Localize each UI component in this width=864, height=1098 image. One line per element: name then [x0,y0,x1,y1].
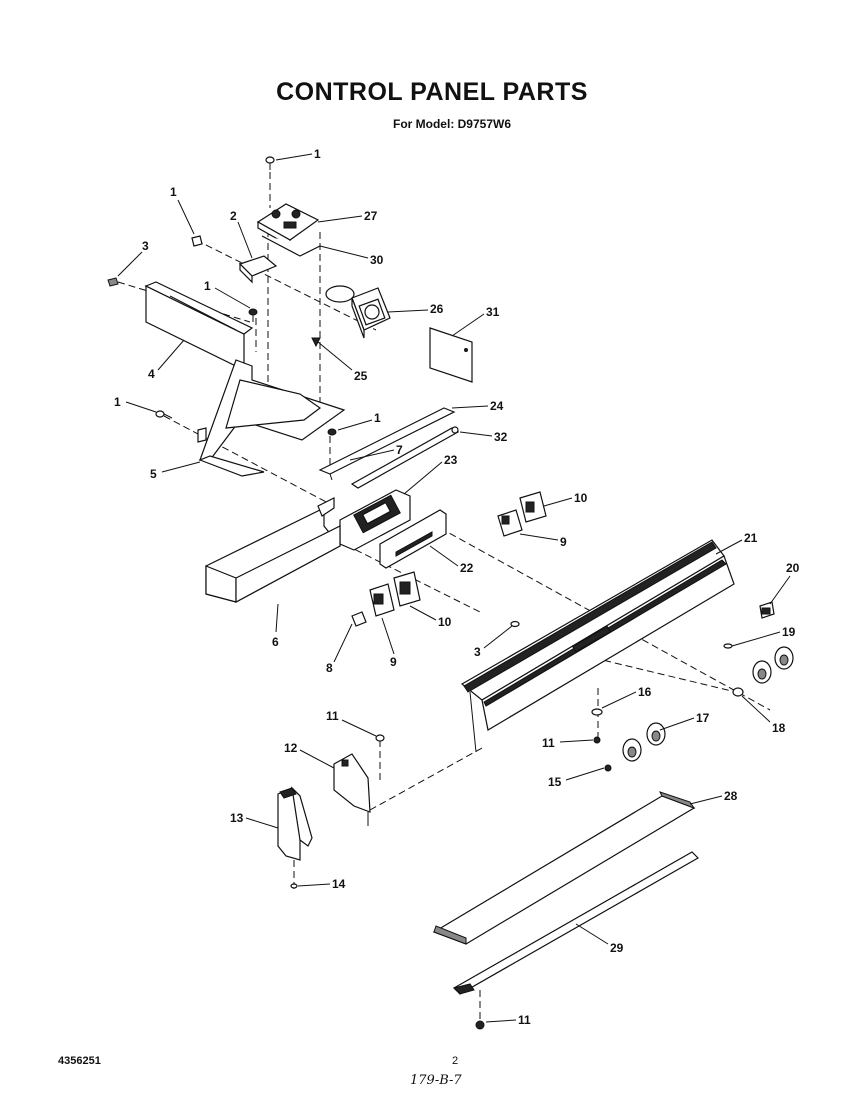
callout-7: 7 [396,443,403,457]
callout-31: 31 [486,305,500,319]
bracket-22 [379,509,447,569]
callout-1: 1 [204,279,211,293]
assembly-guide-lines [117,172,771,1022]
page-number: 2 [452,1055,459,1067]
callout-14: 14 [332,877,346,891]
knob-18 [732,687,744,697]
callout-1: 1 [374,411,381,425]
screw-1-left [191,235,203,247]
bracket-30 [261,235,321,257]
console-panel-21 [460,539,735,753]
screw-11-upper [375,734,385,742]
housing-bracket-5 [197,359,346,477]
callout-16: 16 [638,685,652,699]
screw-1-center [327,428,337,436]
switch-9-upper [497,509,523,537]
handwritten-note: 179-B-7 [410,1073,462,1088]
switch-10-lower [393,571,421,607]
callout-18: 18 [772,721,786,735]
callout-6: 6 [272,635,279,649]
callout-2: 2 [230,209,237,223]
callout-9: 9 [560,535,567,549]
callout-25: 25 [354,369,368,383]
spring-16 [591,708,603,716]
knob-8 [351,611,367,627]
panel-6 [205,497,341,604]
callout-11: 11 [542,736,555,750]
knobs-right [752,646,794,684]
callout-5: 5 [150,467,157,481]
callout-20: 20 [786,561,800,575]
switch-10-upper [519,491,547,523]
callout-3: 3 [142,239,149,253]
trim-28 [432,791,696,945]
callout-3: 3 [474,645,481,659]
callout-27: 27 [364,209,378,223]
callout-15: 15 [548,775,562,789]
callout-1: 1 [314,147,321,161]
label-31 [429,327,473,383]
grommet-25 [311,337,321,348]
callout-8: 8 [326,661,333,675]
knobs-17 [622,722,666,762]
callout-10: 10 [574,491,588,505]
rail-24 [318,407,456,481]
document-number: 4356251 [58,1055,101,1067]
callout-17: 17 [696,711,710,725]
callout-leaders [117,153,791,1023]
screw-14 [290,883,298,889]
screw-1-mid [248,308,258,322]
callout-30: 30 [370,253,384,267]
screw-11-mid [593,736,601,744]
model-subtitle: For Model: D9757W6 [392,117,512,131]
callout-1: 1 [114,395,121,409]
screw-11-bottom [475,1020,485,1030]
screw-3-mid [510,620,520,628]
callout-21: 21 [744,531,758,545]
callout-24: 24 [490,399,504,413]
clip-2 [238,255,278,284]
callout-12: 12 [284,741,298,755]
callout-labels: 1 1 3 2 27 30 26 1 31 4 25 1 1 24 32 7 5… [114,147,800,1027]
spring-19 [723,643,733,649]
callout-28: 28 [724,789,738,803]
nut-3 [107,277,119,287]
callout-29: 29 [610,941,624,955]
screw-1-lower-left [155,410,173,419]
callout-1: 1 [170,185,177,199]
bracket-13 [277,786,313,861]
component-26 [325,285,391,339]
screw-1-top [265,156,275,170]
callout-32: 32 [494,430,508,444]
callout-22: 22 [460,561,474,575]
switch-9-lower [369,583,395,617]
callout-10: 10 [438,615,452,629]
callout-13: 13 [230,811,244,825]
knob-20 [759,601,775,619]
page-title: CONTROL PANEL PARTS [276,78,588,106]
callout-11: 11 [518,1013,531,1027]
bracket-12 [333,753,371,826]
callout-26: 26 [430,302,444,316]
callout-23: 23 [444,453,458,467]
callout-19: 19 [782,625,796,639]
callout-11: 11 [326,709,339,723]
rod-32 [350,426,460,489]
callout-4: 4 [148,367,155,381]
clip-15 [604,764,612,772]
control-board-27 [256,203,320,248]
callout-9: 9 [390,655,397,669]
cover-plate-4 [144,281,254,371]
strip-29 [453,851,699,995]
